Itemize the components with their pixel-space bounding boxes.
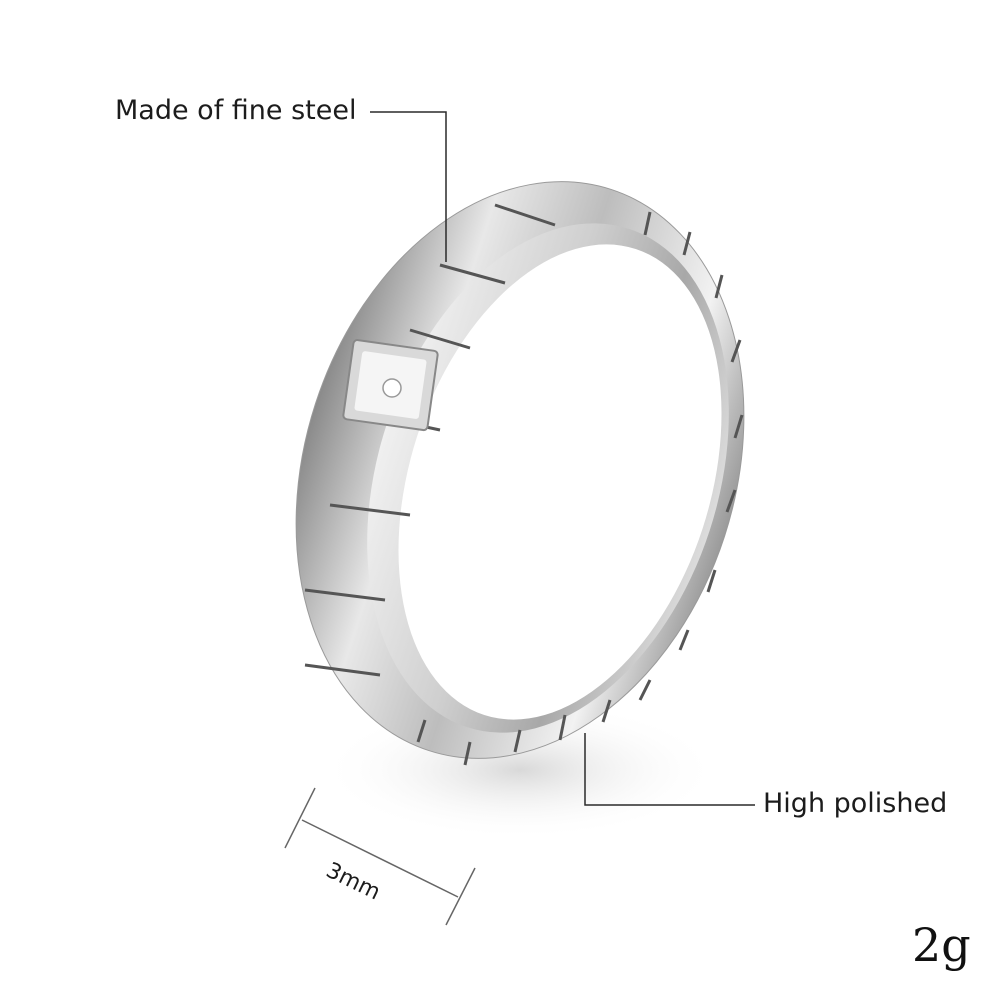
stone-setting [342,339,439,432]
weight-annotation: 2g [912,918,971,972]
width-dimension-marker [284,787,476,926]
material-annotation: Made of fine steel [115,95,357,126]
ring-band [295,181,745,759]
material-leader-line [370,111,447,262]
gemstone [382,378,402,398]
finish-annotation: High polished [763,788,948,819]
finish-leader-line [584,733,755,806]
